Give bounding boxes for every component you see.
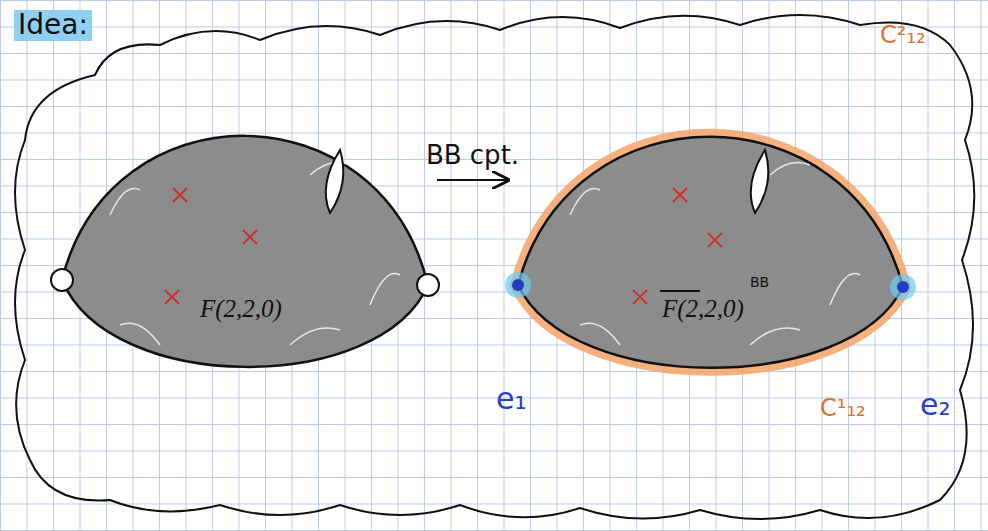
boundary-circle: [417, 274, 439, 296]
marked-point: [243, 230, 257, 244]
shading-stroke: [580, 323, 620, 345]
cusp-point: [512, 279, 524, 291]
handle-hole: [751, 150, 769, 213]
surface-body: [62, 136, 428, 367]
boundary-curve: [518, 137, 903, 368]
marked-point: [673, 188, 687, 202]
shading-stroke: [290, 328, 340, 345]
cloud-path: [15, 15, 974, 519]
shading-stroke: [770, 163, 810, 175]
marked-point: [165, 290, 179, 304]
boundary-circle: [51, 269, 73, 291]
curve-label: C²₁₂: [880, 22, 926, 48]
shading-stroke: [120, 323, 160, 345]
shading-stroke: [750, 328, 800, 345]
map-arrow: [437, 179, 508, 181]
surface-shape: F(2,2,0) BB: [510, 95, 910, 380]
surface-body: [518, 137, 903, 368]
space-label: F(2,2,0): [200, 295, 282, 323]
surface-drawing: [50, 95, 435, 380]
space-label: F(2,2,0): [662, 295, 744, 323]
superscript-label: BB: [750, 275, 769, 290]
shading-stroke: [110, 188, 140, 215]
shading-stroke: [830, 274, 860, 305]
point-label: e₁: [496, 382, 526, 415]
handle-hole: [326, 150, 344, 213]
cusp-point: [897, 281, 909, 293]
marked-point: [708, 233, 722, 247]
curve-label: C¹₁₂: [820, 395, 866, 421]
marked-point: [633, 290, 647, 304]
shading-stroke: [370, 274, 400, 305]
heading-note: Idea:: [14, 10, 92, 41]
surface-drawing: [510, 95, 910, 380]
surface-shape: F(2,2,0): [50, 95, 435, 380]
point-label: e₂: [920, 388, 950, 421]
shading-stroke: [570, 188, 600, 215]
arrow-label: BB cpt.: [426, 141, 519, 170]
closure-bar: [660, 290, 700, 292]
cusp-halo: [505, 272, 531, 298]
marked-point: [173, 188, 187, 202]
cusp-halo: [890, 274, 916, 300]
